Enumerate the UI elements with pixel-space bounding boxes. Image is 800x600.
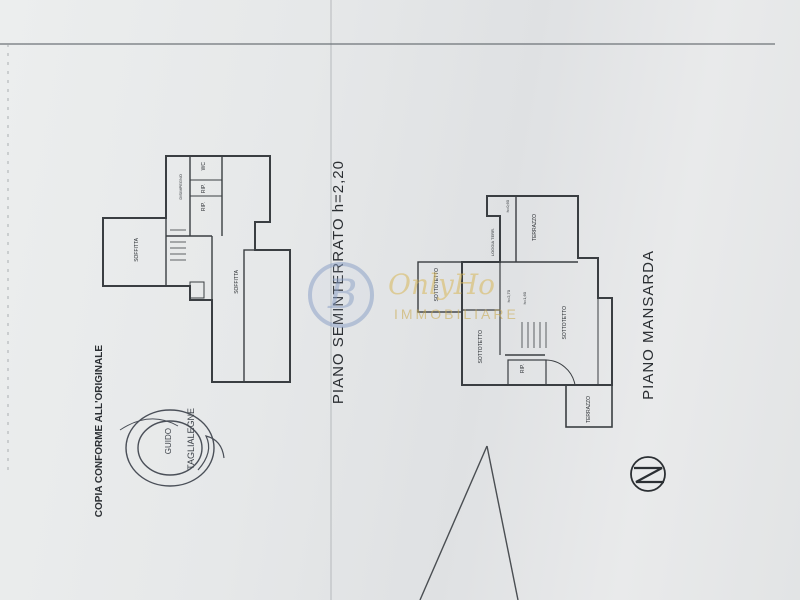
room-label: RIP. bbox=[201, 184, 207, 194]
room-label: SOFFITTA bbox=[134, 238, 140, 262]
plan-mansarda bbox=[417, 195, 613, 428]
room-label: LOGGIA TERR. bbox=[490, 228, 495, 257]
seminterrato-terrace-band bbox=[243, 249, 291, 383]
construction-triangle bbox=[419, 445, 519, 600]
watermark-letter: B bbox=[328, 272, 358, 318]
seal-text: TAGLIALEGNE bbox=[186, 408, 196, 470]
agency-watermark: B OnlyHo IMMOBILIARE bbox=[308, 262, 538, 332]
mansarda-stairs bbox=[521, 322, 547, 348]
plan-seminterrato bbox=[102, 155, 291, 383]
room-label: DISIMPEGNO bbox=[178, 174, 183, 200]
room-label: SOTTOTETTO bbox=[478, 330, 484, 364]
seminterrato-outline bbox=[102, 155, 291, 383]
seminterrato-stairs bbox=[170, 229, 186, 261]
room-label: SOFFITTA bbox=[234, 270, 240, 294]
watermark-brand: OnlyHo bbox=[388, 268, 496, 301]
seal-name: GUIDO bbox=[164, 428, 173, 455]
room-label: TERRAZZO bbox=[532, 214, 538, 241]
room-label: RIP. bbox=[520, 364, 526, 374]
watermark-logo-icon: B bbox=[308, 262, 374, 328]
room-label: RIP. bbox=[201, 202, 207, 212]
mansarda-lower-terrace bbox=[565, 384, 613, 428]
height-label: h=0,60 bbox=[505, 200, 510, 213]
watermark-subtitle: IMMOBILIARE bbox=[394, 306, 519, 322]
notary-seal-icon bbox=[119, 409, 225, 487]
room-label: WC bbox=[201, 162, 207, 171]
plan-title-mansarda: PIANO MANSARDA bbox=[640, 250, 657, 400]
north-arrow-icon bbox=[630, 456, 666, 492]
stamp-caption: COPIA CONFORME ALL'ORIGINALE bbox=[94, 345, 105, 518]
room-label: TERRAZZO bbox=[586, 396, 592, 423]
room-label: SOTTOTETTO bbox=[562, 306, 568, 340]
